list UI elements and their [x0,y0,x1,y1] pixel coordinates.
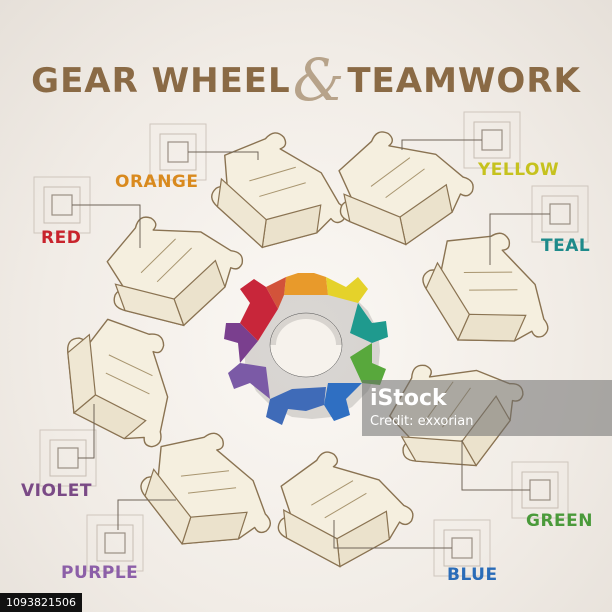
label-green: GREEN [526,511,593,531]
puzzle-piece-orange [204,124,357,259]
puzzle-piece-blue [270,443,419,574]
title-ampersand: & [292,46,346,114]
image-id-badge: 1093821506 [0,593,82,612]
label-teal: TEAL [541,236,591,256]
label-yellow: YELLOW [478,160,560,180]
label-orange: ORANGE [115,172,199,192]
label-violet: VIOLET [21,481,92,501]
page-title: GEAR WHEEL&TEAMWORK [0,38,612,114]
label-purple: PURPLE [61,563,139,583]
puzzle-piece-yellow [325,114,483,258]
watermark-brand: iStock [370,386,447,411]
title-gear-wheel: GEAR WHEEL [31,61,291,101]
label-blue: BLUE [447,565,498,585]
watermark-credit: Credit: exxorian [370,414,474,429]
leader-lines [72,139,550,549]
label-red: RED [41,228,82,248]
title-teamwork: TEAMWORK [347,61,581,101]
colored-gear [224,273,388,425]
watermark-banner: iStock Credit: exxorian [362,380,612,436]
